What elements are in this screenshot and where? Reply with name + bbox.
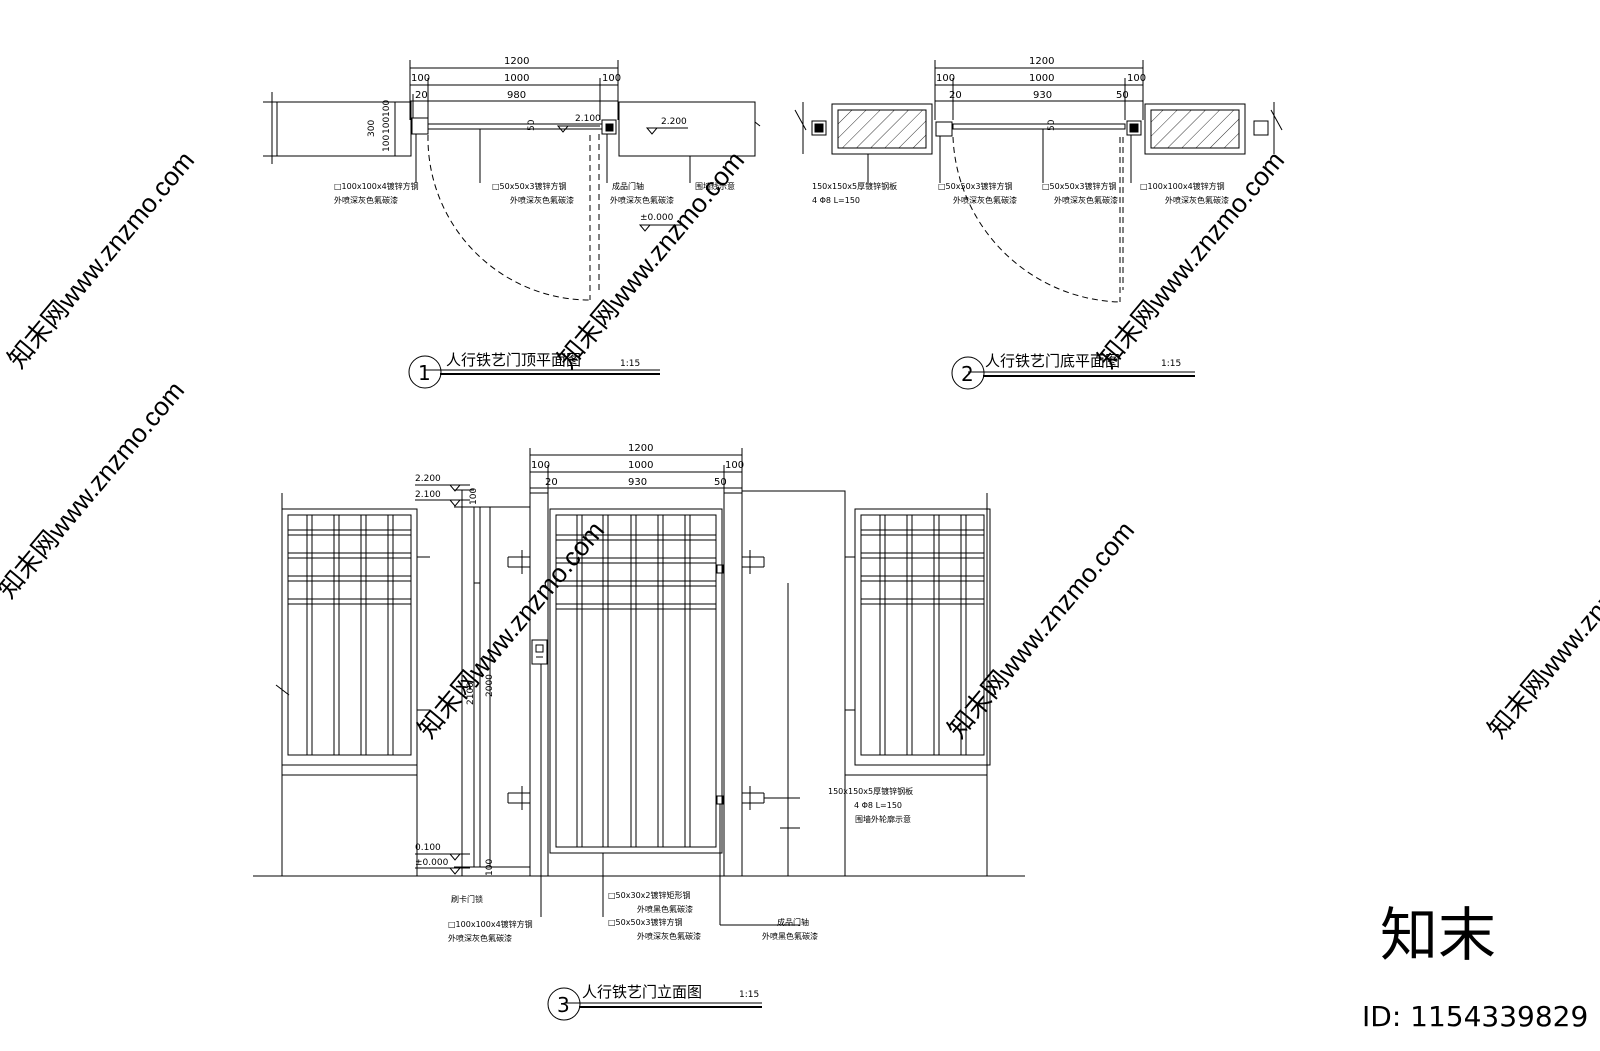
watermark-text: 知末网www.znzmo.com <box>1092 145 1290 373</box>
note-wall-outline: 围墙外轮廓示意 <box>855 814 911 824</box>
note-frame-finish: 外喷深灰色氟碳漆 <box>637 931 701 941</box>
level-2200: 2.200 <box>415 474 441 484</box>
watermark-text: 知末网www.znzmo.com <box>412 515 610 743</box>
dim-dep-50: 50 <box>1047 119 1057 131</box>
note-anchor: 4 Φ8 L=150 <box>812 196 860 205</box>
watermark-text: 知末网www.znzmo.com <box>1482 515 1600 743</box>
note-frame-spec: □50x50x3镀锌方钢 <box>492 181 566 191</box>
dim-wall-c: 100 <box>382 100 392 117</box>
dim-mid: 1000 <box>1029 73 1054 84</box>
watermark-layer: 知末网www.znzmo.com 知末网www.znzmo.com 知末网www… <box>0 145 1600 743</box>
dim-wall-300: 300 <box>367 120 377 137</box>
drawing-title: 人行铁艺门顶平面图 <box>446 351 581 369</box>
note-hinge: 成品门轴 <box>777 917 809 927</box>
dim-h-100-top: 100 <box>469 488 479 505</box>
elevation-labels: 1200 100 1000 100 20 930 50 100 2100 200… <box>415 443 913 1017</box>
note-post-spec: □100x100x4镀锌方钢 <box>448 919 533 929</box>
note-wall-line: 围墙线示意 <box>695 181 735 191</box>
note-frame-spec: □50x50x3镀锌方钢 <box>608 917 682 927</box>
drawing-number: 2 <box>961 362 974 386</box>
drawing-title: 人行铁艺门立面图 <box>582 983 702 1001</box>
plan-bottom-drawing <box>794 60 1283 390</box>
dim-mid: 1000 <box>504 73 529 84</box>
note-post-finish: 外喷深灰色氟碳漆 <box>1165 195 1229 205</box>
elevation-drawing <box>253 448 1025 1021</box>
dim-end: 50 <box>1116 90 1129 101</box>
dim-clear: 930 <box>628 477 647 488</box>
dim-right-margin: 100 <box>1127 73 1146 84</box>
note-hinge-finish: 外喷黑色氟碳漆 <box>762 931 818 941</box>
note-post-finish: 外喷深灰色氟碳漆 <box>334 195 398 205</box>
dim-h-2000: 2000 <box>485 674 495 697</box>
level-2200: 2.200 <box>661 117 687 127</box>
dim-total: 1200 <box>1029 56 1054 67</box>
note-post-spec: □100x100x4镀锌方钢 <box>334 181 419 191</box>
note-post-spec: □100x100x4镀锌方钢 <box>1140 181 1225 191</box>
note-hinge-finish: 外喷深灰色氟碳漆 <box>610 195 674 205</box>
dim-dep-50: 50 <box>527 119 537 131</box>
drawing-scale: 1:15 <box>739 990 759 1000</box>
watermark-text: 知末网www.znzmo.com <box>942 515 1140 743</box>
note-hinge: 成品门轴 <box>612 181 644 191</box>
note-rect-spec: □50x30x2镀锌矩形钢 <box>608 890 690 900</box>
watermark-logo: 知末 ID: 1154339829 <box>1362 901 1588 1033</box>
level-0: ±0.000 <box>415 858 449 868</box>
note-frame-finish: 外喷深灰色氟碳漆 <box>510 195 574 205</box>
dim-clear: 930 <box>1033 90 1052 101</box>
note-anchor: 4 Φ8 L=150 <box>854 801 902 810</box>
note-frame-spec: □50x50x3镀锌方钢 <box>938 181 1012 191</box>
dim-gap: 20 <box>545 477 558 488</box>
elevation-grid-bars <box>288 515 984 847</box>
dim-h-100-bot: 100 <box>485 859 495 876</box>
drawing-number: 3 <box>557 993 570 1017</box>
watermark-id: ID: 1154339829 <box>1362 1000 1588 1033</box>
note-post-finish: 外喷深灰色氟碳漆 <box>448 933 512 943</box>
dim-left-margin: 100 <box>531 460 550 471</box>
dim-mid: 1000 <box>628 460 653 471</box>
dim-total: 1200 <box>504 56 529 67</box>
drawing-title: 人行铁艺门底平面图 <box>985 352 1120 370</box>
note-plate-spec: 150x150x5厚镀锌钢板 <box>812 181 897 191</box>
note-lock: 刷卡门锁 <box>451 894 483 904</box>
dim-total: 1200 <box>628 443 653 454</box>
note-frame-finish: 外喷深灰色氟碳漆 <box>953 195 1017 205</box>
level-0: ±0.000 <box>640 213 674 223</box>
dim-left-margin: 100 <box>411 73 430 84</box>
dim-right-margin: 100 <box>725 460 744 471</box>
dim-end: 50 <box>714 477 727 488</box>
level-2100: 2.100 <box>575 114 601 124</box>
dim-wall-b: 100 <box>382 117 392 134</box>
watermark-text: 知末网www.znzmo.com <box>0 375 190 603</box>
plan-bottom-labels: 1200 100 1000 100 20 930 50 50 150x150x5… <box>812 56 1229 386</box>
watermark-text: 知末网www.znzmo.com <box>552 145 750 373</box>
plan-top-drawing <box>263 60 761 389</box>
drawing-scale: 1:15 <box>620 359 640 369</box>
dim-gap: 20 <box>949 90 962 101</box>
note-frame-spec-2: □50x50x3镀锌方钢 <box>1042 181 1116 191</box>
drawing-scale: 1:15 <box>1161 359 1181 369</box>
level-0100: 0.100 <box>415 843 441 853</box>
dim-gap: 20 <box>415 90 428 101</box>
dim-left-margin: 100 <box>936 73 955 84</box>
watermark-logo-text: 知末 <box>1380 901 1496 969</box>
dim-wall-a: 100 <box>382 135 392 152</box>
note-frame-finish-2: 外喷深灰色氟碳漆 <box>1054 195 1118 205</box>
drawing-number: 1 <box>418 361 431 385</box>
level-2100: 2.100 <box>415 490 441 500</box>
watermark-text: 知末网www.znzmo.com <box>2 145 200 373</box>
plan-top-labels: 1200 100 1000 100 20 980 50 300 100 100 … <box>334 56 735 385</box>
note-plate-spec: 150x150x5厚镀锌钢板 <box>828 786 913 796</box>
dim-h-2100: 2100 <box>466 682 476 705</box>
dim-clear: 980 <box>507 90 526 101</box>
dim-right-margin: 100 <box>602 73 621 84</box>
note-rect-finish: 外喷黑色氟碳漆 <box>637 904 693 914</box>
